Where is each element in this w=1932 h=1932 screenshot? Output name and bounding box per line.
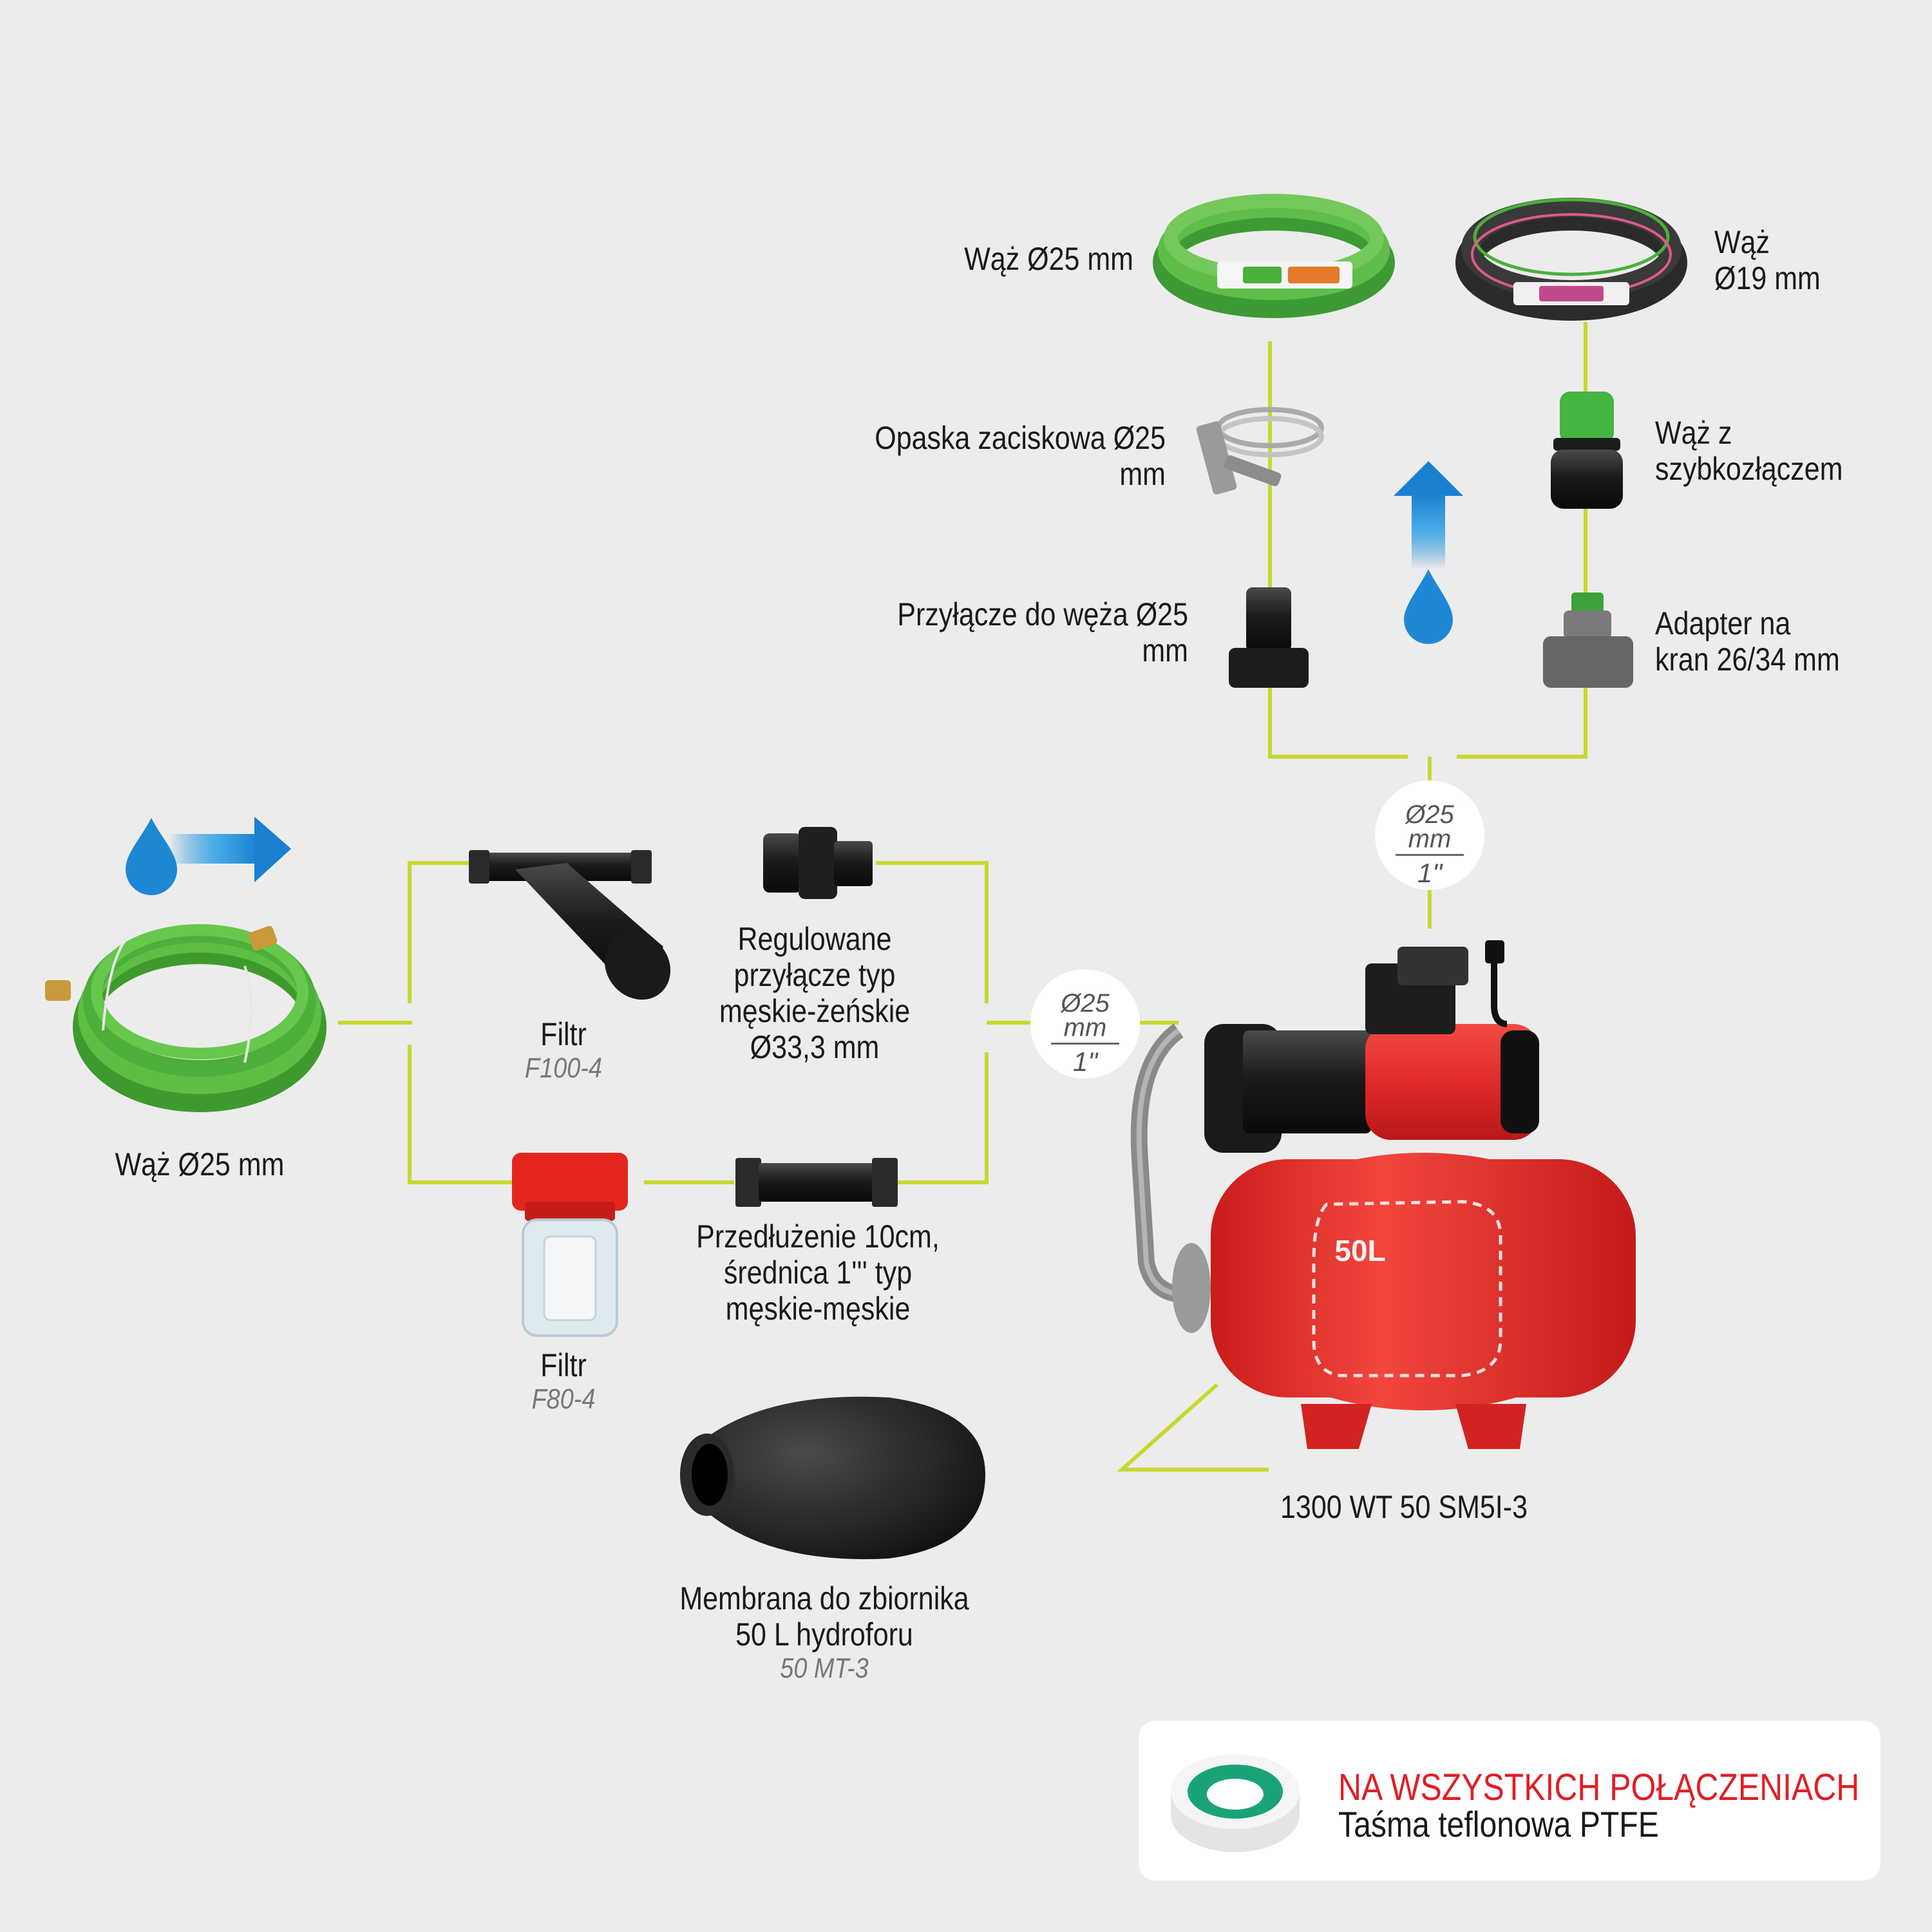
label-quick-connector: Wąż z szybkozłączem	[1655, 415, 1877, 487]
label-adjustable-connector-line: przyłącze typ	[734, 957, 896, 993]
pump-image	[1130, 940, 1636, 1449]
note-headline: NA WSZYSTKICH POŁĄCZENIACH	[1338, 1766, 1860, 1808]
tap-adapter-image	[1543, 592, 1633, 688]
teflon-tape-icon	[1171, 1754, 1300, 1852]
label-hose-19-line: Ø19 mm	[1714, 260, 1821, 296]
hose-connector-image	[1229, 587, 1309, 688]
label-hose-25-top: Wąż Ø25 mm	[964, 241, 1133, 277]
label-extension-line: męskie-męskie	[725, 1291, 911, 1327]
label-filter-f80-model: F80-4	[531, 1383, 596, 1415]
membrane-image	[680, 1396, 985, 1560]
label-extension: Przedłużenie 10cm, średnica 1''' typ męs…	[668, 1218, 967, 1327]
label-filter-f80-title: Filtr	[540, 1347, 587, 1383]
label-hose-connector-line: mm	[1142, 632, 1188, 668]
label-hose-19-line: Wąż	[1714, 224, 1770, 260]
label-quick-connector-line: szybkozłączem	[1655, 451, 1843, 487]
label-filter-f80: Filtr F80-4	[500, 1347, 627, 1416]
label-membrane-line: Membrana do zbiornika	[679, 1580, 969, 1616]
label-hose-connector: Przyłącze do węża Ø25 mm	[853, 596, 1188, 668]
label-filter-f100-title: Filtr	[540, 1016, 587, 1052]
label-hose-clamp: Opaska zaciskowa Ø25 mm	[828, 420, 1166, 492]
diameter-badge-top: Ø25	[1405, 800, 1454, 829]
label-adjustable-connector-line: męskie-żeńskie	[719, 993, 911, 1029]
note-text: Taśma teflonowa PTFE	[1338, 1804, 1659, 1844]
label-membrane-model: 50 MT-3	[780, 1653, 869, 1684]
quick-connector-image	[1551, 392, 1623, 509]
diameter-badge-unit: mm	[1063, 1014, 1107, 1042]
label-membrane: Membrana do zbiornika 50 L hydroforu 50 …	[647, 1580, 1001, 1685]
suction-hose-image	[45, 924, 327, 1112]
garden-hose-19-image	[1455, 198, 1687, 321]
label-hose-19: Wąż Ø19 mm	[1714, 224, 1891, 296]
teflon-tape-note: NA WSZYSTKICH POŁĄCZENIACH Taśma teflono…	[1139, 1721, 1880, 1880]
label-quick-connector-line: Wąż z	[1655, 415, 1732, 451]
diameter-badge-unit: mm	[1408, 825, 1452, 853]
diameter-badge-top: Ø25	[1061, 989, 1110, 1018]
water-drop-icon	[126, 818, 177, 895]
label-hose-suction: Wąż Ø25 mm	[115, 1146, 285, 1182]
label-pump-model: 1300 WT 50 SM5I-3	[1280, 1489, 1528, 1525]
label-tap-adapter-line: kran 26/34 mm	[1655, 641, 1840, 677]
garden-hose-25-image	[1153, 194, 1395, 318]
water-drop-icon	[1404, 569, 1453, 644]
flow-arrow-right-icon	[169, 817, 291, 882]
y-filter-image	[469, 850, 671, 1000]
extension-pipe-image	[735, 1158, 898, 1207]
adjustable-connector-image	[763, 827, 873, 899]
label-tap-adapter-line: Adapter na	[1655, 605, 1791, 641]
label-filter-f100-model: F100-4	[525, 1052, 602, 1084]
label-tap-adapter: Adapter na kran 26/34 mm	[1655, 605, 1888, 677]
label-hose-clamp-line: mm	[1119, 456, 1166, 492]
label-hose-connector-line: Przyłącze do węża Ø25	[897, 596, 1188, 632]
label-adjustable-connector-line: Ø33,3 mm	[750, 1029, 880, 1065]
label-hose-clamp-line: Opaska zaciskowa Ø25	[875, 420, 1166, 456]
hose-clamp-image	[1196, 407, 1324, 495]
label-filter-f100: Filtr F100-4	[500, 1016, 627, 1084]
cartridge-filter-image	[512, 1153, 628, 1337]
diameter-badge-inch: 1"	[1417, 858, 1443, 888]
label-adjustable-connector: Regulowane przyłącze typ męskie-żeńskie …	[690, 921, 940, 1065]
label-extension-line: Przedłużenie 10cm,	[696, 1218, 940, 1255]
diameter-badge-inch: 1"	[1072, 1046, 1098, 1077]
label-extension-line: średnica 1''' typ	[723, 1255, 913, 1291]
flow-arrow-up-icon	[1394, 461, 1463, 569]
tank-volume-label: 50L	[1334, 1234, 1385, 1267]
label-adjustable-connector-line: Regulowane	[737, 921, 892, 957]
label-membrane-line: 50 L hydroforu	[735, 1616, 913, 1653]
